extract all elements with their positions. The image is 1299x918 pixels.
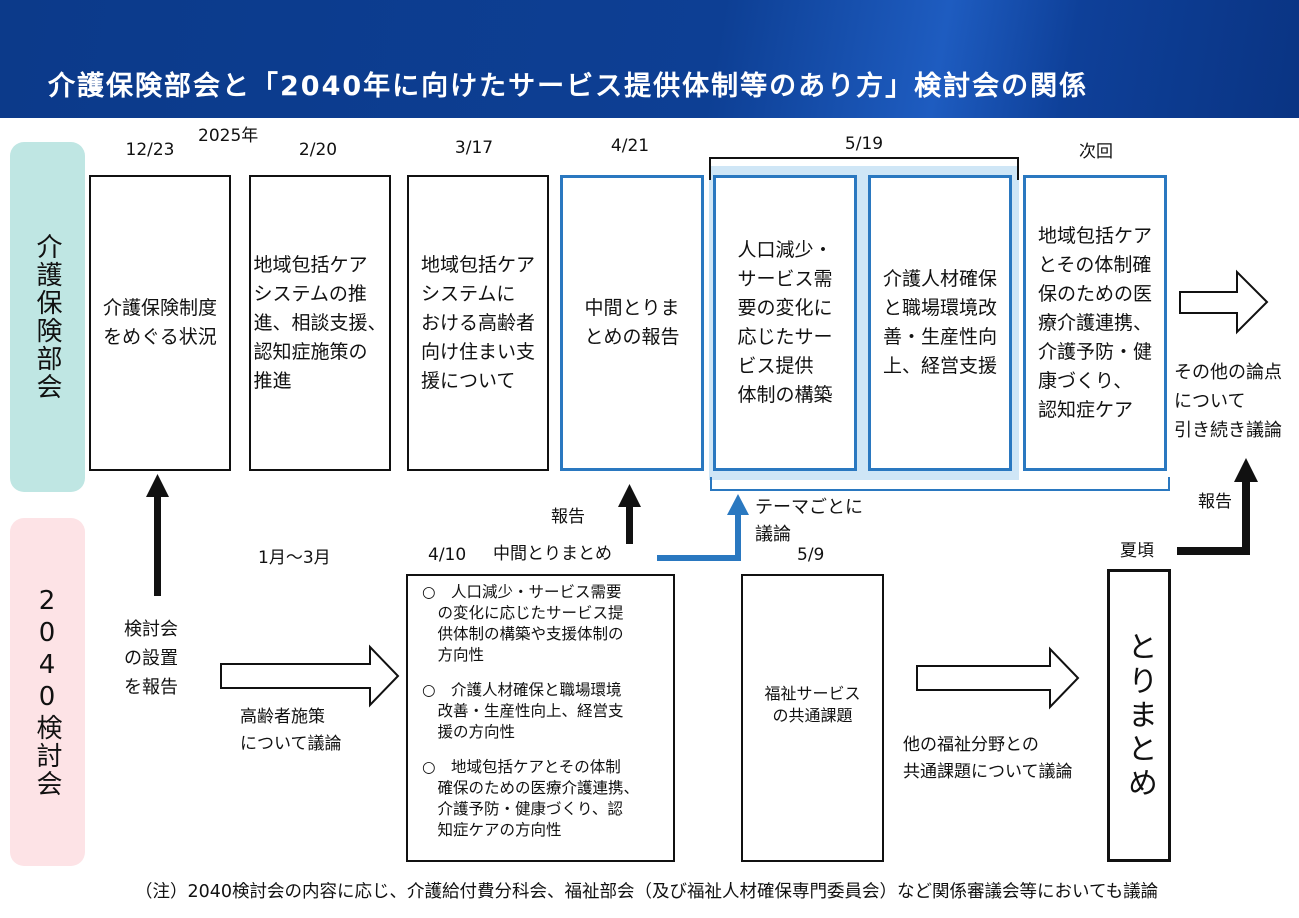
meeting-date-3: 3/17 [454, 138, 494, 158]
meeting-text-next: 地域包括ケア とその体制確 保のための医 療介護連携、 介護予防・健 康づくり、… [1037, 224, 1152, 421]
torimatome-box: とりまとめ [1107, 569, 1171, 862]
bracket-bottom-blue [710, 477, 1170, 491]
theme-label: テーマごとに 議論 [755, 497, 863, 545]
meeting-date-next: 次回 [1079, 142, 1113, 162]
meeting-date-1: 12/23 [125, 140, 175, 160]
meeting-box-5b: 介護人材確保 と職場環境改 善・生産性向 上、経営支援 [868, 175, 1012, 471]
natsu-label: 夏頃 [1120, 541, 1154, 561]
other-points-label: その他の論点 について 引き続き議論 [1174, 362, 1282, 441]
meeting-text-5b: 介護人材確保 と職場環境改 善・生産性向 上、経営支援 [882, 268, 997, 377]
row-label-kaigo-hoken-bukai: 介護保険部会 [10, 142, 85, 492]
meeting-box-2: 地域包括ケア システムの推 進、相談支援、 認知症施策の 推進 [249, 175, 391, 471]
meeting-date-2: 2/20 [298, 140, 338, 160]
meeting-box-4: 中間とりま とめの報告 [560, 175, 704, 471]
topic-item-2: ○ 介護人材確保と職場環境 改善・生産性向上、経営支 援の方向性 [422, 681, 624, 741]
houkoku-label-1: 報告 [551, 507, 585, 527]
row-label-2040-kentoukai: 2040検討会 [10, 518, 85, 866]
torimatome-text: とりまとめ [1122, 630, 1157, 801]
hollow-arrow-next [1179, 269, 1269, 335]
meeting-box-next: 地域包括ケア とその体制確 保のための医 療介護連携、 介護予防・健 康づくり、… [1023, 175, 1167, 471]
footnote: （注）2040検討会の内容に応じ、介護給付費分科会、福祉部会（及び福祉人材確保専… [135, 882, 1159, 902]
kentoukai-box-4-10: ○ 人口減少・サービス需要 の変化に応じたサービス提 供体制の構築や支援体制の … [406, 574, 675, 862]
arrow-up-houkoku [618, 484, 641, 544]
tafukushi-label: 他の福祉分野との 共通課題について議論 [903, 735, 1073, 782]
meeting-text-4: 中間とりま とめの報告 [584, 297, 680, 348]
meeting-text-2: 地域包括ケア システムの推 進、相談支援、 認知症施策の 推進 [253, 253, 387, 392]
bracket-top-5-19 [709, 157, 1019, 180]
setchi-label: 検討会 の設置 を報告 [124, 619, 178, 698]
meeting-text-3: 地域包括ケア システムに おける高齢者 向け住まい支 援について [420, 253, 535, 392]
meeting-date-4: 4/21 [610, 136, 650, 156]
meeting-box-5a: 人口減少・ サービス需 要の変化に 応じたサー ビス提供 体制の構築 [713, 175, 857, 471]
kentoukai-box-5-9: 福祉サービス の共通課題 [741, 574, 884, 862]
topic-item-1: ○ 人口減少・サービス需要 の変化に応じたサービス提 供体制の構築や支援体制の … [422, 583, 624, 664]
meeting-text-5a: 人口減少・ サービス需 要の変化に 応じたサー ビス提供 体制の構築 [737, 239, 833, 406]
meeting-box-1: 介護保険制度 をめぐる状況 [89, 175, 231, 471]
kentoukai-date-2: 5/9 [797, 545, 825, 565]
meeting-date-5: 5/19 [844, 134, 884, 154]
kentoukai-date-1: 4/10 [428, 545, 467, 565]
meeting-text-1: 介護保険制度 をめぐる状況 [102, 297, 217, 348]
kentoukai-text-5-9: 福祉サービス の共通課題 [764, 683, 861, 725]
page-title: 介護保険部会と「2040年に向けたサービス提供体制等のあり方」検討会の関係 [48, 71, 1089, 102]
koureisha-label: 高齢者施策 について議論 [240, 707, 342, 754]
title-banner [0, 0, 1299, 118]
arrow-up-setchi [146, 474, 169, 596]
hollow-arrow-koureisha [220, 644, 400, 708]
meeting-box-3: 地域包括ケア システムに おける高齢者 向け住まい支 援について [407, 175, 549, 471]
topic-item-3: ○ 地域包括ケアとその体制 確保のための医療介護連携、 介護予防・健康づくり、認… [422, 758, 640, 839]
year-label: 2025年 [198, 126, 259, 146]
arrow-houkoku-summer [1177, 458, 1258, 555]
hollow-arrow-tafukushi [916, 646, 1080, 710]
arrow-blue-theme [657, 494, 749, 561]
period-label: 1月～3月 [258, 548, 331, 568]
houkoku-label-2: 報告 [1198, 492, 1232, 512]
chuukan-label: 中間とりまとめ [493, 544, 612, 564]
